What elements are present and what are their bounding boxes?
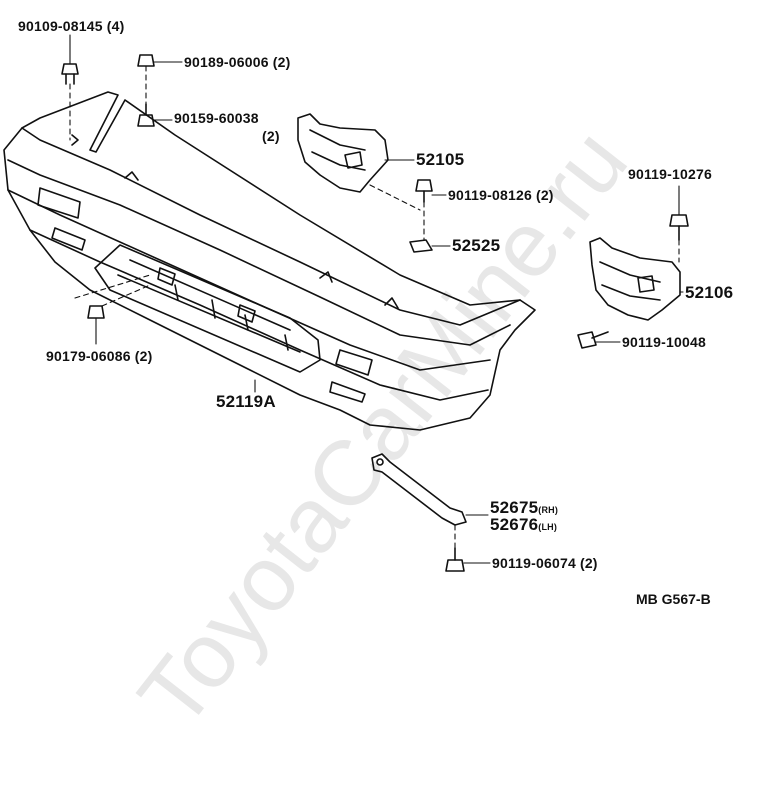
label-52525: 52525 [452,236,500,255]
label-90119-06074: 90119-06074(2) [492,555,598,571]
part-side: (RH) [538,505,559,515]
part-side: (LH) [538,522,558,532]
part-qty: (2) [272,54,291,70]
part-number: 90119-10048 [622,334,706,350]
part-number: 52676 [490,515,539,534]
label-90109-08145: 90109-08145(4) [18,18,124,34]
part-qty: (2) [134,348,153,364]
part-number: 52675 [490,498,539,517]
part-number: 90159-60038 [174,110,259,126]
part-number: 90119-08126 [448,187,532,203]
part-number: 52105 [416,150,465,169]
label-90119-10048: 90119-10048 [622,334,706,350]
part-qty: (4) [106,18,125,34]
label-52105: 52105 [416,150,464,169]
reference-code: MB G567-B [636,591,711,607]
part-number: 90189-06006 [184,54,269,70]
part-qty: (2) [535,187,554,203]
bumper-cover [3,91,536,431]
part-number: 90119-10276 [628,166,712,182]
label-90119-08126: 90119-08126(2) [448,187,554,203]
part-number: 90119-06074 [492,555,576,571]
label-90119-10276: 90119-10276 [628,166,712,182]
label-52676: 52676(LH) [490,515,557,537]
label-90159-60038-qty: (2) [262,128,280,144]
part-number: 52119A [216,392,276,411]
part-number: 90109-08145 [18,18,103,34]
part-qty: (2) [262,128,280,144]
part-qty: (2) [579,555,598,571]
label-90189-06006: 90189-06006(2) [184,54,290,70]
fasteners [61,54,689,572]
label-52675: 52675(RH) [490,498,558,520]
bracket-52106 [589,237,681,321]
leader-lines [69,34,684,564]
label-52119A: 52119A [216,392,276,411]
bracket-52105 [297,113,389,193]
label-52106: 52106 [685,283,733,302]
part-number: 90179-06086 [46,348,131,364]
part-number: 52525 [452,236,501,255]
label-90159-60038: 90159-60038 [174,110,259,126]
part-number: 52106 [685,283,734,302]
label-90179-06086: 90179-06086(2) [46,348,152,364]
stay-52675-52676 [371,453,467,526]
